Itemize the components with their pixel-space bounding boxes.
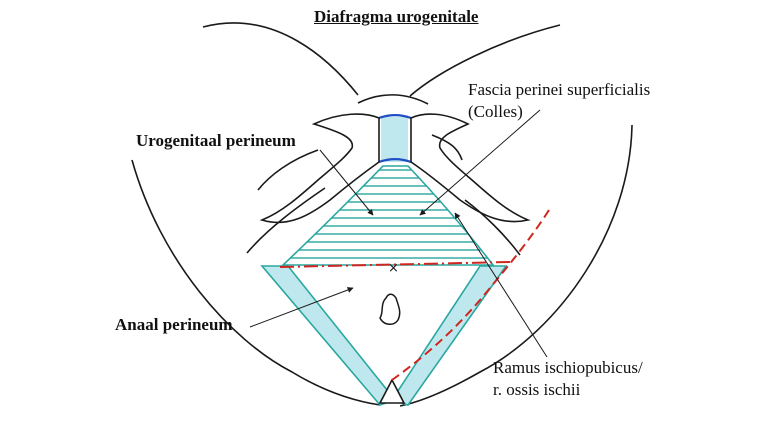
body-outline-upper — [202, 22, 561, 97]
fascia-leader — [419, 109, 541, 216]
right-ramus-outline — [464, 199, 521, 256]
right-pubis-outline — [410, 113, 531, 223]
coccyx — [378, 378, 406, 404]
left-pubis-outline — [259, 113, 380, 224]
body-outline-right — [399, 124, 633, 407]
left-ischial-band — [260, 265, 397, 406]
urogenital-triangle — [280, 165, 495, 266]
anus — [379, 293, 401, 325]
oblique-dashed-line — [391, 209, 550, 381]
diagram-title: Diafragma urogenitale — [314, 7, 479, 26]
label-fascia-line1: Fascia perinei superficialis — [468, 80, 651, 99]
label-anal-perineum: Anaal perineum — [115, 315, 233, 334]
symphysis-top-arc — [357, 94, 429, 105]
left-ramus-outline — [246, 187, 326, 254]
urogenital-leader — [319, 149, 374, 216]
body-outline-left — [131, 159, 381, 406]
ramus-leader — [454, 212, 548, 358]
symphysis-lower-blue — [378, 157, 412, 164]
right-obturator-curve — [431, 134, 463, 161]
symphysis-upper-blue — [378, 113, 412, 120]
interischial-line — [279, 261, 511, 268]
right-ischial-band — [390, 265, 508, 406]
cross-mark: × — [388, 261, 399, 276]
label-ramus-line2: r. ossis ischii — [493, 380, 581, 399]
label-ramus-line1: Ramus ischiopubicus/ — [493, 358, 643, 377]
anal-leader — [249, 287, 354, 328]
label-urogenital-perineum: Urogenitaal perineum — [136, 131, 296, 150]
label-fascia-line2: (Colles) — [468, 102, 523, 121]
left-obturator-curve — [257, 149, 319, 191]
symphysis-fill — [381, 117, 408, 162]
